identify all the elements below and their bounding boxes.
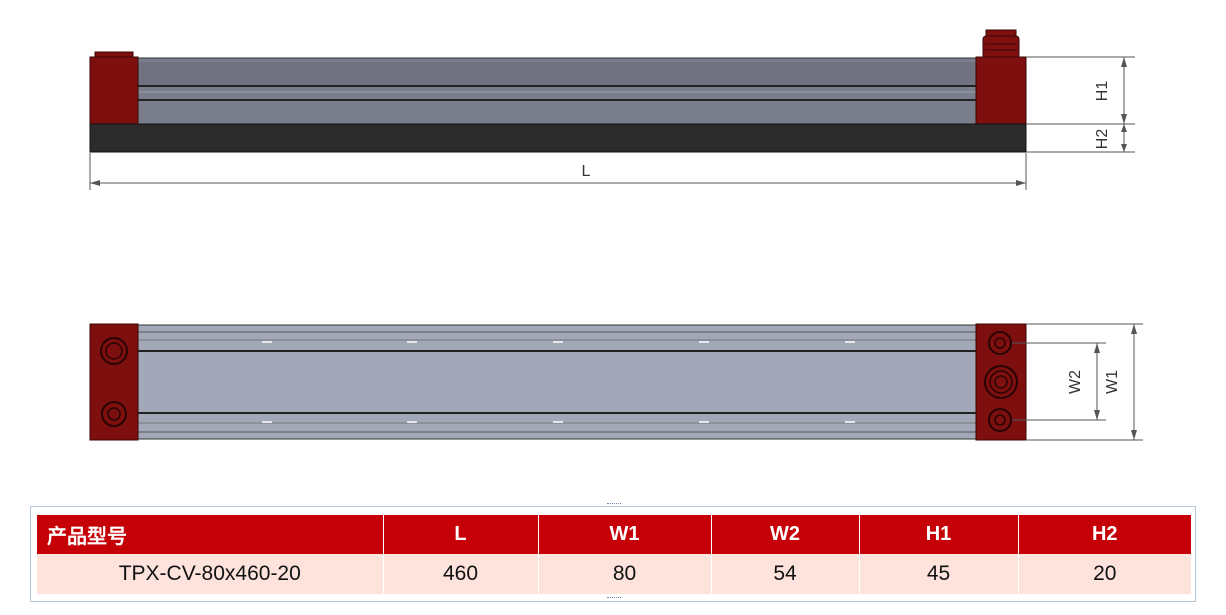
top-left-end-cap [89, 323, 139, 441]
left-end-cap [89, 56, 139, 126]
spec-table-frame: 产品型号 L W1 W2 H1 H2 TPX-CV-80x460-20 460 … [30, 503, 1196, 602]
dim-label-h2: H2 [1094, 129, 1111, 150]
cell-l: 460 [383, 554, 539, 594]
cell-model: TPX-CV-80x460-20 [37, 554, 384, 594]
table-row: TPX-CV-80x460-20 460 80 54 45 20 [37, 554, 1191, 594]
side-view: L H1 H2 [89, 29, 1135, 190]
technical-drawing: L H1 H2 [89, 29, 1143, 441]
cell-h2: 20 [1018, 554, 1191, 594]
mounting-hole-icon [100, 337, 128, 365]
spec-table: 产品型号 L W1 W2 H1 H2 TPX-CV-80x460-20 460 … [37, 515, 1191, 594]
right-end-cap [975, 56, 1027, 126]
mounting-hole-icon [101, 401, 127, 427]
dim-label-w1: W1 [1104, 370, 1121, 394]
mounting-hole-icon [988, 331, 1012, 355]
header-model: 产品型号 [37, 515, 384, 554]
dim-label-w2: W2 [1067, 370, 1084, 394]
header-h1: H1 [859, 515, 1019, 554]
base-plate [89, 123, 1027, 153]
top-rail-body [137, 324, 977, 440]
resize-handle-top[interactable] [607, 503, 621, 507]
cell-h1: 45 [859, 554, 1019, 594]
mounting-hole-icon [988, 408, 1012, 432]
resize-handle-bottom[interactable] [607, 597, 621, 601]
cell-w2: 54 [711, 554, 860, 594]
air-fitting-icon [982, 29, 1020, 59]
cell-w1: 80 [538, 554, 712, 594]
air-port-icon [984, 365, 1018, 399]
spec-table-header-row: 产品型号 L W1 W2 H1 H2 [37, 515, 1191, 554]
top-right-end-cap [975, 323, 1027, 441]
header-h2: H2 [1018, 515, 1191, 554]
header-w2: W2 [711, 515, 860, 554]
header-l: L [383, 515, 539, 554]
dim-label-h1: H1 [1094, 81, 1111, 102]
header-w1: W1 [538, 515, 712, 554]
top-view: W2 W1 [89, 323, 1143, 441]
dim-label-l: L [582, 163, 591, 180]
